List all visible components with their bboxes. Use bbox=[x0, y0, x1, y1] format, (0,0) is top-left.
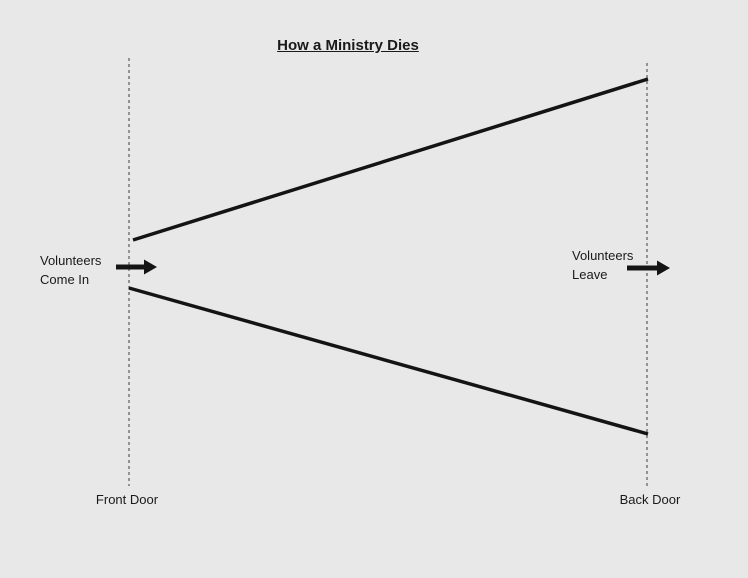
right-arrow-icon bbox=[116, 259, 157, 275]
back-door-label: Back Door bbox=[619, 492, 681, 507]
inflow-annotation-line2: Come In bbox=[40, 272, 90, 287]
outflow-annotation: Volunteers Leave bbox=[572, 246, 633, 284]
outflow-annotation-line2: Leave bbox=[572, 267, 608, 282]
top-widening-line bbox=[132, 77, 649, 242]
outflow-annotation-line1: Volunteers bbox=[572, 248, 634, 263]
inflow-annotation: Volunteers Come In bbox=[40, 251, 101, 289]
diagram-title: How a Ministry Dies bbox=[277, 37, 419, 54]
inflow-annotation-line1: Volunteers bbox=[40, 253, 102, 268]
right-arrow-icon bbox=[627, 260, 670, 276]
bottom-widening-line bbox=[128, 286, 649, 436]
front-door-label: Front Door bbox=[95, 492, 159, 507]
